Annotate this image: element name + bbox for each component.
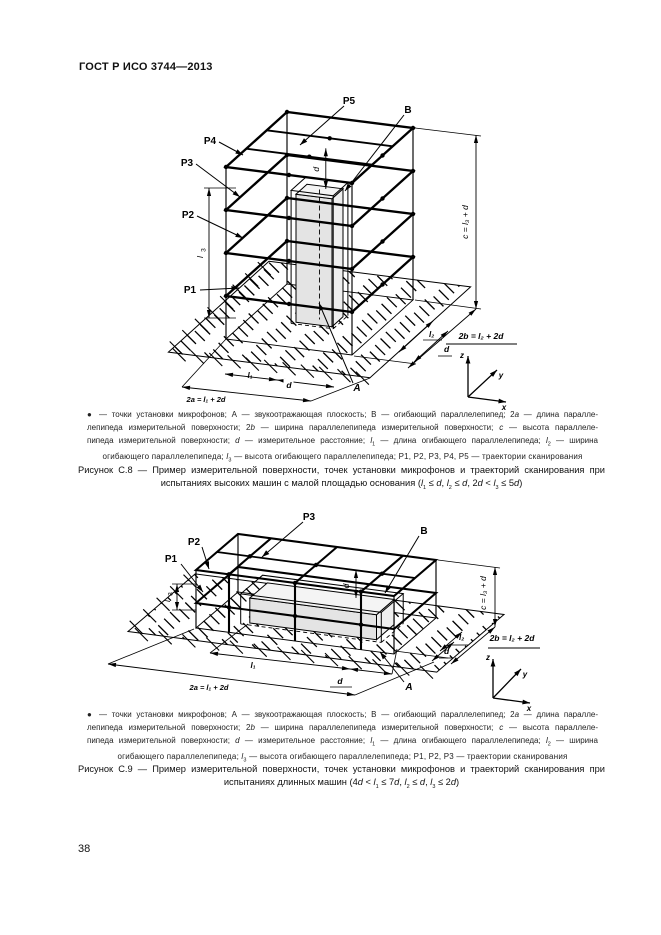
svg-text:d: d xyxy=(286,380,292,390)
svg-text:l₁: l₁ xyxy=(247,371,252,380)
svg-text:l: l xyxy=(162,599,172,602)
svg-text:B: B xyxy=(420,526,427,537)
svg-text:l₂: l₂ xyxy=(459,633,464,642)
svg-text:P4: P4 xyxy=(204,136,217,147)
svg-text:l₂: l₂ xyxy=(429,330,434,339)
svg-text:d: d xyxy=(444,646,450,656)
svg-text:d: d xyxy=(337,676,343,686)
svg-text:l: l xyxy=(195,255,205,258)
svg-text:P3: P3 xyxy=(303,512,316,523)
svg-text:P5: P5 xyxy=(343,96,356,107)
svg-text:P2: P2 xyxy=(188,537,201,548)
svg-text:P2: P2 xyxy=(182,210,195,221)
svg-text:l₁: l₁ xyxy=(250,661,255,670)
svg-text:2a = l₁ + 2d: 2a = l₁ + 2d xyxy=(189,683,229,692)
svg-text:y: y xyxy=(498,371,504,380)
svg-text:A: A xyxy=(404,682,412,693)
svg-text:2a = l₁ + 2d: 2a = l₁ + 2d xyxy=(186,395,226,404)
svg-text:z: z xyxy=(485,653,490,662)
svg-text:d: d xyxy=(341,583,351,588)
svg-text:2b = l₂ + 2d: 2b = l₂ + 2d xyxy=(489,633,536,643)
svg-text:c = l₃ + d: c = l₃ + d xyxy=(478,576,488,610)
svg-text:3: 3 xyxy=(168,592,175,596)
svg-text:P1: P1 xyxy=(184,285,197,296)
svg-text:3: 3 xyxy=(201,248,208,252)
svg-text:B: B xyxy=(404,105,411,116)
svg-text:2b = l₂ + 2d: 2b = l₂ + 2d xyxy=(458,331,505,341)
svg-text:z: z xyxy=(459,351,464,360)
svg-text:A: A xyxy=(352,383,360,394)
svg-text:d: d xyxy=(444,344,450,354)
svg-text:c = l₃ + d: c = l₃ + d xyxy=(460,205,470,239)
svg-text:y: y xyxy=(522,670,528,679)
svg-text:x: x xyxy=(501,403,507,412)
svg-text:P3: P3 xyxy=(181,158,194,169)
svg-text:d: d xyxy=(311,167,321,172)
svg-text:P1: P1 xyxy=(165,554,178,565)
svg-text:x: x xyxy=(526,704,532,713)
